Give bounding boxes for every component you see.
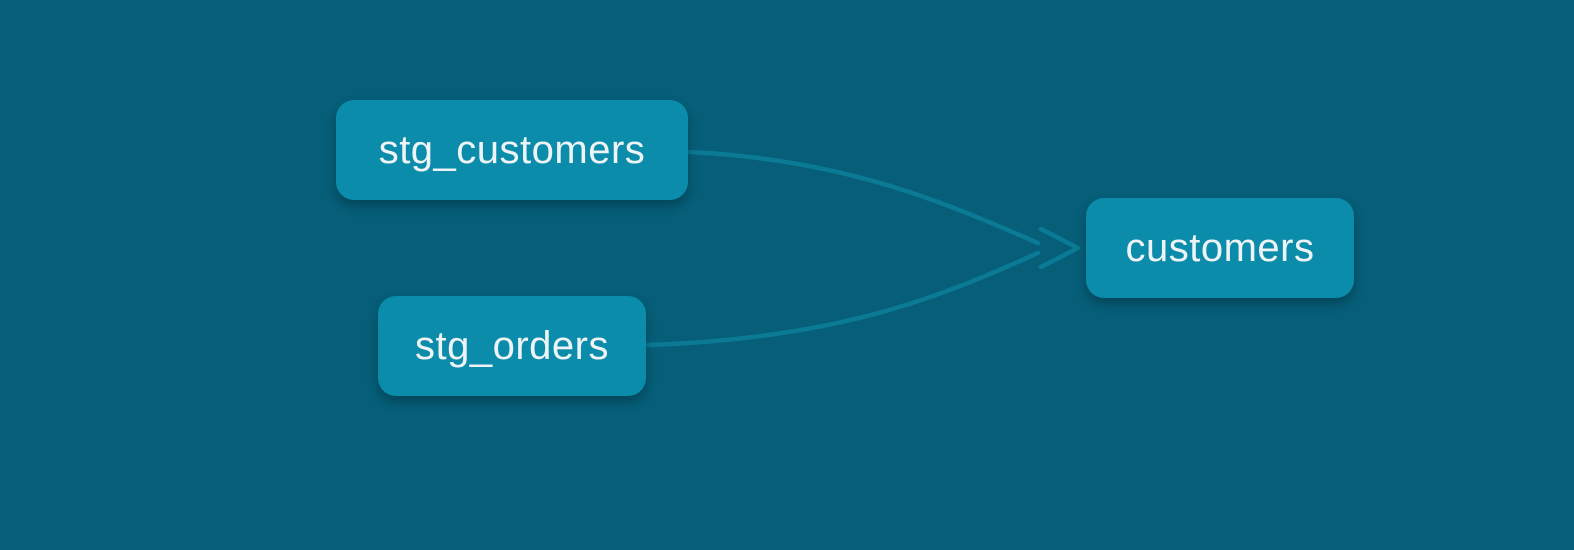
edge-stg-orders-to-customers: [645, 250, 1041, 348]
node-stg-customers[interactable]: stg_customers: [336, 100, 688, 200]
node-stg-orders[interactable]: stg_orders: [378, 296, 646, 396]
edge-stg-customers-to-customers: [687, 149, 1041, 246]
arrowhead-icon: [1038, 226, 1081, 270]
node-label: stg_customers: [378, 127, 646, 172]
node-label: stg_orders: [415, 323, 609, 368]
node-customers[interactable]: customers: [1086, 198, 1354, 298]
node-label: customers: [1125, 225, 1315, 270]
